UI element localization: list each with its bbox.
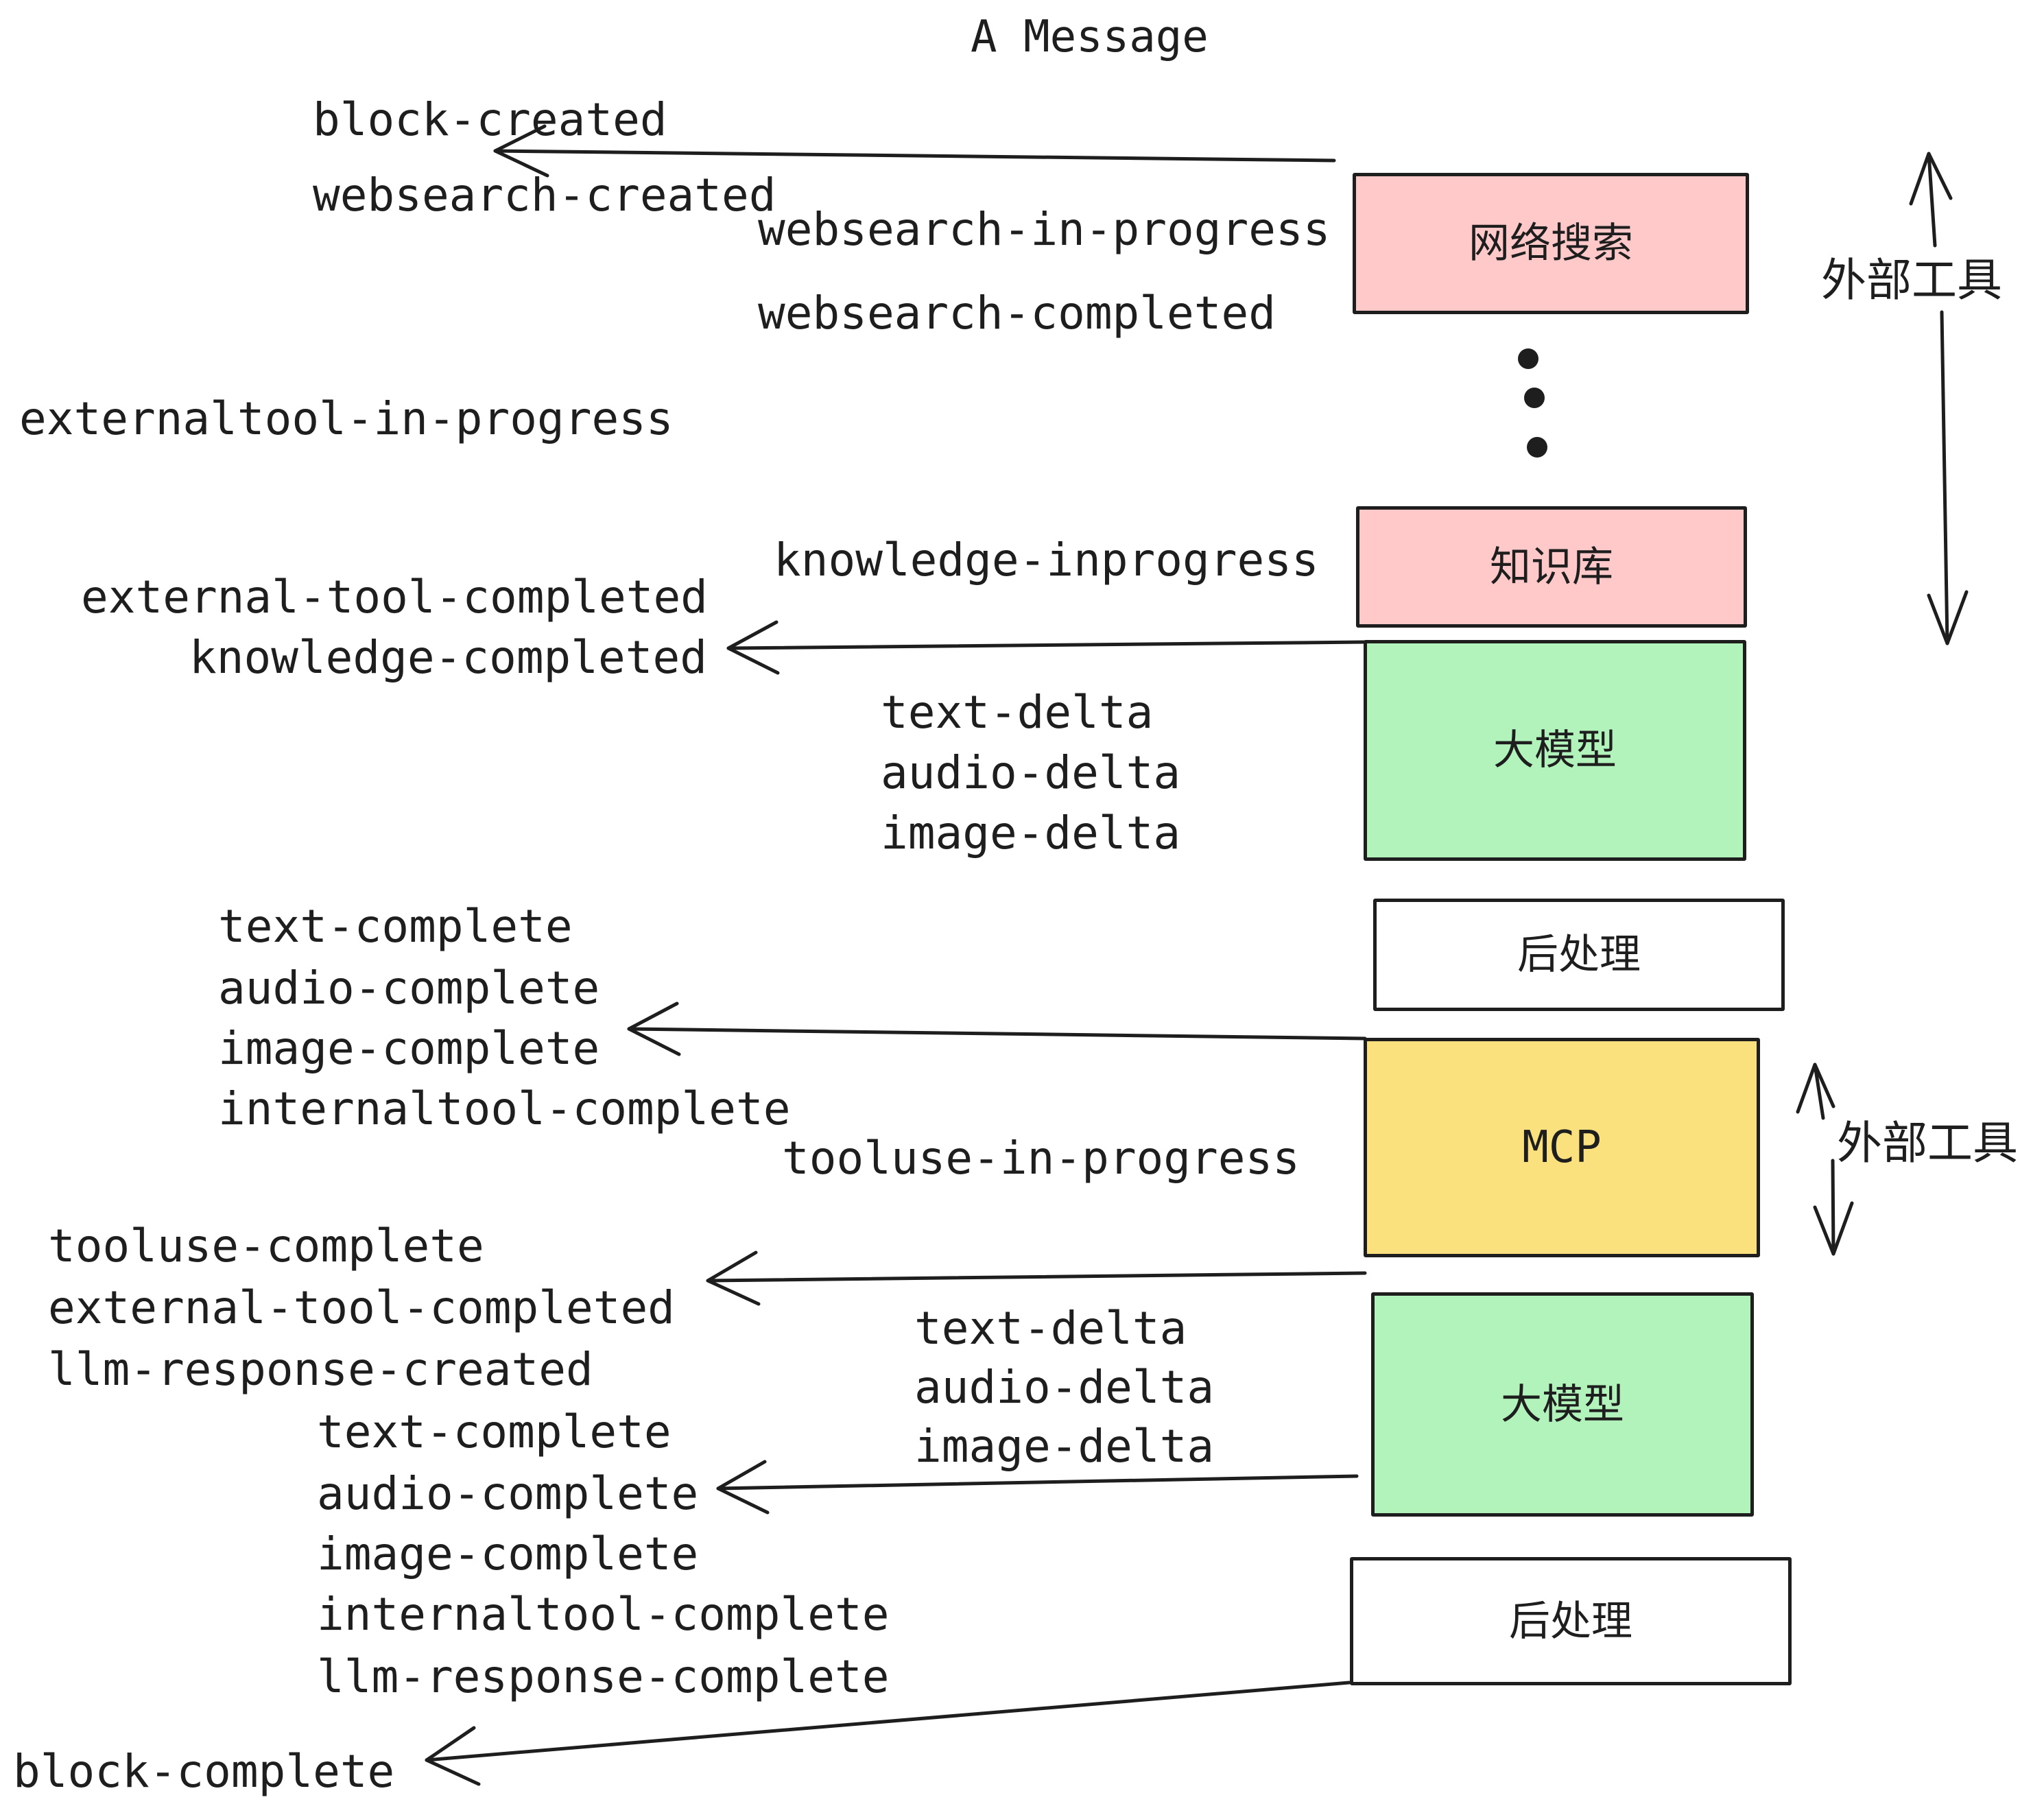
arrow-to-tooluse-complete [706, 1250, 1367, 1306]
event-text-complete: text-complete [218, 900, 573, 953]
external-tools-mcp-up-arrow [1796, 1063, 1835, 1120]
node-llm-1: 大模型 [1364, 640, 1746, 861]
event-audio-complete: audio-complete [218, 962, 600, 1014]
arrow-to-knowledge-completed [726, 620, 1367, 675]
event-audio-delta-2: audio-delta [914, 1361, 1215, 1414]
node-postprocess-2: 后处理 [1350, 1557, 1792, 1685]
node-llm-2-label: 大模型 [1501, 1380, 1624, 1429]
event-llm-response-created: llm-response-created [48, 1343, 593, 1396]
event-tooluse-in-progress: tooluse-in-progress [782, 1132, 1300, 1185]
event-audio-complete-2: audio-complete [317, 1467, 699, 1520]
event-image-delta: image-delta [881, 807, 1181, 859]
ellipsis-dots [1518, 348, 1547, 458]
node-llm-2: 大模型 [1371, 1292, 1754, 1517]
event-externaltool-in-progress: externaltool-in-progress [19, 392, 674, 445]
event-external-tool-completed-2: external-tool-completed [48, 1281, 675, 1334]
event-image-delta-2: image-delta [914, 1420, 1215, 1473]
node-mcp: MCP [1364, 1038, 1760, 1257]
event-external-tool-completed: external-tool-completed [81, 571, 708, 624]
event-audio-delta: audio-delta [881, 746, 1181, 799]
node-postprocess-1: 后处理 [1373, 899, 1785, 1011]
node-knowledge-label: 知识库 [1490, 543, 1613, 591]
event-image-complete-2: image-complete [317, 1528, 699, 1580]
event-websearch-completed: websearch-completed [758, 287, 1276, 340]
event-text-complete-2: text-complete [317, 1405, 672, 1458]
event-tooluse-complete: tooluse-complete [48, 1220, 484, 1272]
node-knowledge: 知识库 [1356, 506, 1747, 628]
event-text-delta-2: text-delta [914, 1302, 1187, 1355]
event-block-complete: block-complete [13, 1745, 395, 1798]
event-llm-response-complete: llm-response-complete [317, 1650, 890, 1703]
event-knowledge-completed: knowledge-completed [189, 631, 707, 684]
event-websearch-in-progress: websearch-in-progress [758, 203, 1331, 256]
external-tools-annotation-mcp: 外部工具 [1837, 1117, 2018, 1170]
external-tools-annotation-top: 外部工具 [1821, 254, 2002, 307]
node-llm-1-label: 大模型 [1493, 726, 1617, 774]
event-block-created: block-created [313, 93, 667, 146]
diagram-title: A Message [971, 12, 1209, 62]
event-internaltool-complete-2: internaltool-complete [317, 1588, 890, 1641]
external-tools-down-arrow [1927, 310, 1969, 645]
node-websearch-label: 网络搜索 [1469, 219, 1633, 268]
arrow-to-image-complete [627, 1001, 1367, 1056]
external-tools-up-arrow [1909, 152, 1953, 248]
node-postprocess-1-label: 后处理 [1517, 931, 1641, 979]
node-websearch: 网络搜索 [1353, 173, 1749, 314]
node-postprocess-2-label: 后处理 [1509, 1597, 1632, 1646]
event-image-complete: image-complete [218, 1022, 600, 1075]
external-tools-mcp-down-arrow [1813, 1159, 1854, 1256]
event-knowledge-inprogress: knowledge-inprogress [774, 534, 1319, 586]
node-mcp-label: MCP [1522, 1122, 1602, 1173]
event-internaltool-complete: internaltool-complete [218, 1082, 791, 1135]
event-text-delta: text-delta [881, 686, 1154, 739]
event-websearch-created: websearch-created [313, 169, 776, 222]
